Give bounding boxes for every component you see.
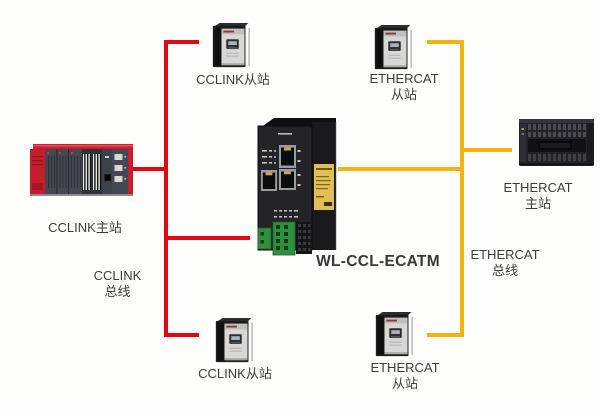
vfd-drive-icon: [215, 317, 253, 363]
cclink-slave-top-device: [211, 22, 255, 70]
ethercat-slave-top-label: ETHERCAT 从站: [354, 71, 454, 103]
cclink-slave-bottom-label: CCLINK从站: [198, 366, 272, 381]
ethercat-bus-vertical-line: [460, 40, 464, 337]
cclink-bus-branch-slave-top: [164, 40, 199, 44]
din-rail-gateway-icon: [257, 118, 337, 256]
cclink-master-device: [30, 144, 135, 198]
ethercat-bus-label: ETHERCAT 总线: [455, 247, 555, 279]
ethercat-slave-bottom-label-line1: ETHERCAT: [370, 360, 440, 375]
cclink-bus-label-line1: CCLINK: [93, 268, 142, 283]
ethercat-bus-label-line2: 总线: [491, 263, 518, 278]
vfd-drive-icon: [212, 22, 250, 68]
ethercat-slave-top-label-line2: 从站: [390, 87, 417, 102]
cclink-slave-bottom-device: [214, 317, 258, 365]
ethercat-slave-top-label-line1: ETHERCAT: [369, 71, 439, 86]
gateway-device: [256, 116, 340, 258]
cclink-bus-label: CCLINK 总线: [70, 268, 165, 300]
ethercat-master-label-line1: ETHERCAT: [503, 180, 573, 195]
ethercat-bus-branch-slave-bottom: [427, 333, 464, 337]
rack-plc-icon: [30, 144, 133, 196]
ethercat-bus-label-line1: ETHERCAT: [470, 247, 540, 262]
ethercat-bus-branch-gateway: [338, 167, 460, 171]
cclink-bus-vertical-line: [164, 40, 168, 337]
gateway-side-label: [314, 164, 334, 210]
ethercat-slave-bottom-device: [374, 311, 418, 359]
cclink-bus-branch-master: [133, 167, 168, 171]
ethercat-slave-bottom-label-line2: 从站: [391, 376, 418, 391]
ethercat-master-label-line2: 主站: [524, 196, 551, 211]
ethercat-slave-top-device: [373, 24, 417, 72]
cclink-slave-top-label: CCLINK从站: [196, 72, 270, 87]
gateway-label: WL-CCL-ECATM: [316, 253, 440, 270]
ethercat-slave-bottom-label: ETHERCAT 从站: [355, 360, 455, 392]
cclink-master-label: CCLINK主站: [48, 220, 122, 235]
cclink-bus-branch-slave-bottom: [164, 333, 199, 337]
ethercat-bus-branch-slave-top: [427, 40, 464, 44]
vfd-drive-icon: [375, 311, 413, 357]
ethercat-master-label: ETHERCAT 主站: [488, 180, 588, 212]
cclink-bus-label-line2: 总线: [104, 284, 131, 299]
vfd-drive-icon: [374, 24, 412, 70]
compact-plc-icon: [519, 119, 594, 166]
cclink-bus-branch-gateway: [164, 236, 250, 240]
ethercat-master-device: [518, 116, 596, 170]
ethercat-bus-branch-master: [460, 148, 512, 152]
